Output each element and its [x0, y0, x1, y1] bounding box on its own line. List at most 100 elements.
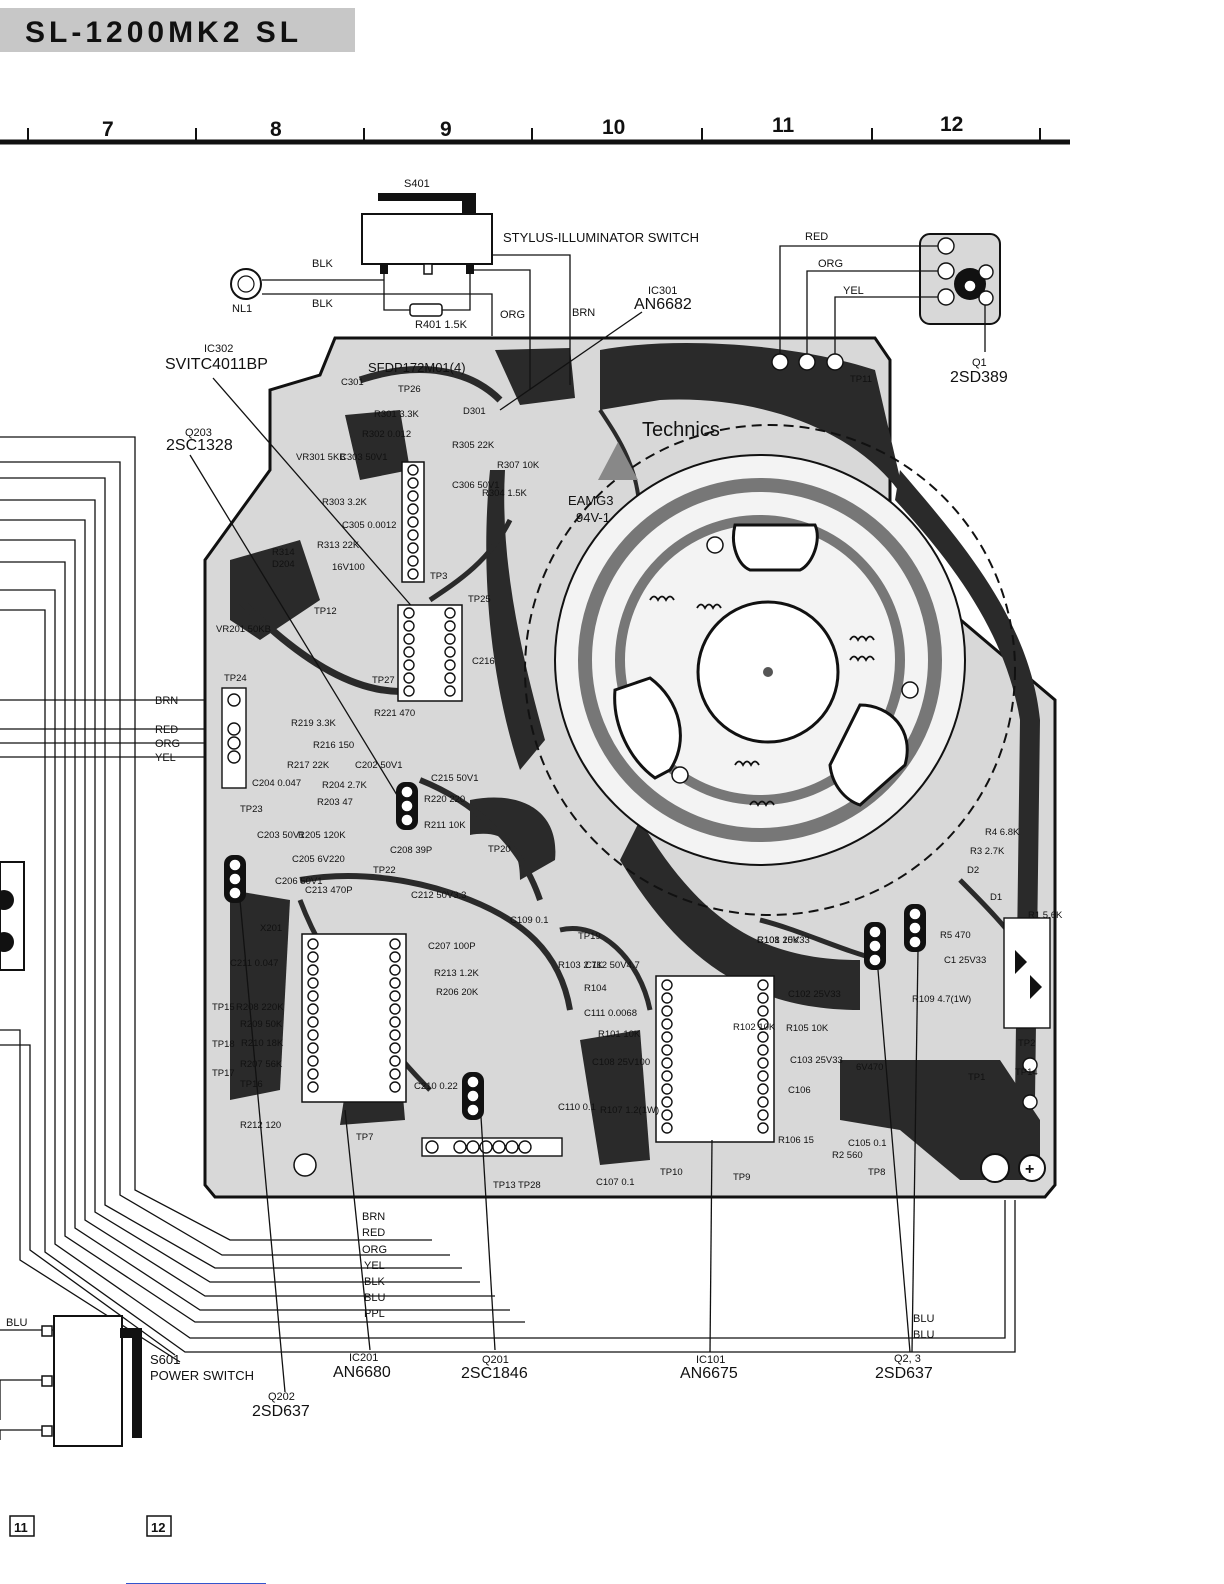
q1-part: 2SD389 [950, 369, 1008, 386]
left-wire-bundle [0, 436, 1016, 1363]
component-label: R303 3.2K [322, 497, 368, 508]
component-label: R220 220 [424, 794, 465, 805]
grid-column-9: 9 [440, 118, 452, 141]
component-label: TP23 [240, 804, 263, 815]
wire-label-blu-right-1: BLU [913, 1313, 934, 1325]
component-label: TP16 [240, 1079, 263, 1090]
component-label: R3 2.7K [970, 846, 1005, 857]
board-rating: 94V-1 [576, 510, 610, 525]
resistor-r401: R401 1.5K [415, 319, 468, 331]
component-label: R302 0.012 [362, 429, 411, 440]
grid-column-10: 10 [602, 116, 625, 139]
power-switch [0, 1315, 142, 1447]
component-label: C109 0.1 [510, 915, 549, 926]
component-label: R106 15 [778, 1135, 814, 1146]
wire-label-brn-left: BRN [155, 695, 178, 707]
component-label: R314 [272, 547, 295, 558]
ic301-header [401, 461, 425, 583]
wire-label-blk-lower: BLK [312, 298, 333, 310]
component-label: VR201 50KB [216, 624, 271, 635]
bottom-callouts [239, 899, 919, 1393]
power-switch-title: POWER SWITCH [150, 1368, 254, 1383]
wire-label-yel-left: YEL [155, 752, 176, 764]
ic302-part: SVITC4011BP [165, 356, 268, 373]
component-label: C204 0.047 [252, 778, 301, 789]
component-label: D2 [967, 865, 979, 876]
grid-column-12: 12 [940, 113, 963, 136]
q23-ref: Q2, 3 [894, 1353, 921, 1365]
component-label: TP7 [356, 1132, 373, 1143]
component-label: R213 1.2K [434, 968, 480, 979]
component-label: 6V470 [856, 1062, 883, 1073]
q202-part: 2SD637 [252, 1403, 310, 1420]
component-label: C207 100P [428, 941, 476, 952]
component-label: C108 25V100 [592, 1057, 650, 1068]
header-banner: SL-1200MK2 SL [0, 8, 355, 52]
component-label: TP26 [398, 384, 421, 395]
component-label: C103 25V33 [790, 1055, 843, 1066]
component-label: TP11 [850, 374, 872, 385]
component-label: R305 22K [452, 440, 495, 451]
component-label: R205 120K [298, 830, 346, 841]
component-label: C306 50V1 [452, 480, 500, 491]
component-label: C212 50V3.3 [411, 890, 466, 901]
wire-label-org-q1: ORG [818, 258, 843, 270]
component-label: C213 470P [305, 885, 353, 896]
stylus-switch [230, 193, 571, 390]
wire-label-blk-bottom: BLK [364, 1276, 385, 1288]
component-label: R204 2.7K [322, 780, 368, 791]
component-label: R102 10K [733, 1022, 776, 1033]
component-label: TP24 [224, 673, 247, 684]
wire-label-ppl-bottom: PPL [364, 1308, 385, 1320]
component-label: D204 [272, 559, 295, 570]
component-label: R216 150 [313, 740, 354, 751]
component-label: X201 [260, 923, 282, 934]
component-label: TP2 [1018, 1038, 1035, 1049]
wire-label-yel-bottom: YEL [364, 1260, 385, 1272]
grid-column-8: 8 [270, 118, 282, 141]
component-label: TP13 [493, 1180, 516, 1191]
component-label: D1 [990, 892, 1002, 903]
component-label: R207 56K [240, 1059, 283, 1070]
ic101-package [655, 975, 775, 1143]
component-label: R101 10K [598, 1029, 641, 1040]
stylus-switch-ref: S401 [404, 178, 430, 190]
ic201-ref: IC201 [349, 1352, 378, 1364]
component-label: R221 470 [374, 708, 415, 719]
q203-callout: Q203 2SC1328 [166, 427, 401, 801]
component-label: R301 3.3K [374, 409, 420, 420]
component-label: TP17 [212, 1068, 235, 1079]
ic101-ref: IC101 [696, 1354, 725, 1366]
component-label: VR301 5KB [296, 452, 346, 463]
page-refs [9, 1515, 266, 1584]
component-label: TP22 [373, 865, 396, 876]
component-label: TP27 [372, 675, 395, 686]
component-label: TP19 [578, 931, 601, 942]
component-label: R313 22K [317, 540, 360, 551]
component-label: R206 20K [436, 987, 479, 998]
wire-label-blu-bottom: BLU [364, 1292, 385, 1304]
component-label: R105 10K [786, 1023, 829, 1034]
q202-ref: Q202 [268, 1391, 295, 1403]
left-connector [0, 861, 25, 971]
component-label: TP12 [314, 606, 337, 617]
component-label: R107 1.2(1W) [600, 1105, 659, 1116]
grid-column-11: 11 [772, 114, 795, 137]
component-label: C215 50V1 [431, 773, 479, 784]
component-label: C210 0.22 [414, 1081, 458, 1092]
ic301-ref: IC301 [648, 285, 677, 297]
component-label: R219 3.3K [291, 718, 337, 729]
board-silk-code: SFDP172M01(4) [368, 360, 466, 375]
component-label: 16V100 [332, 562, 365, 573]
component-label: C211 0.047 [230, 958, 278, 969]
component-label: R208 220K [236, 1002, 284, 1013]
component-label: R103 2.7K [558, 960, 604, 971]
component-label: R211 10K [424, 820, 466, 831]
component-label: C111 0.0068 [584, 1008, 637, 1019]
ic301-callout: IC301 AN6682 [499, 285, 692, 411]
component-label: TP1 [968, 1072, 985, 1083]
wire-label-red-q1: RED [805, 231, 828, 243]
component-label: TP25 [468, 594, 491, 605]
wire-label-blk-upper: BLK [312, 258, 333, 270]
